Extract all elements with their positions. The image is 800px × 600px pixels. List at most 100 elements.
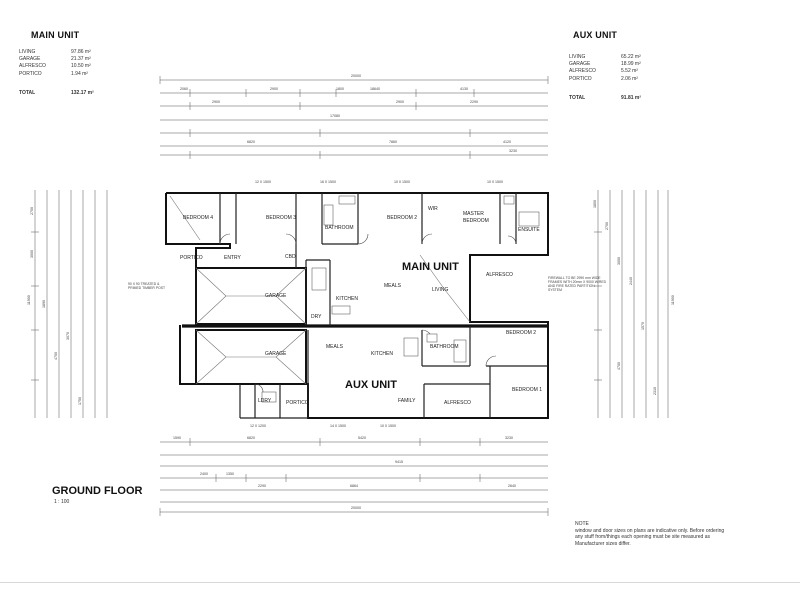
- room-label-ldry: LDRY: [258, 398, 272, 404]
- dim-label: 4130: [460, 87, 468, 91]
- dim-label: 3000: [30, 250, 34, 258]
- dimension-ticks: [31, 76, 602, 516]
- dimension-lines: [34, 79, 669, 513]
- room-label-bedroom-2: BEDROOM 2: [387, 215, 417, 221]
- wall-dim-label: 10 0 1500: [487, 180, 503, 184]
- main-unit-plan-label: MAIN UNIT: [402, 261, 459, 273]
- room-label-meals-aux: MEALS: [326, 344, 344, 350]
- dim-label: 2900: [270, 87, 278, 91]
- room-label-bedroom-3: BEDROOM 3: [266, 215, 296, 221]
- wall-dim-label: 16 0 1500: [320, 180, 336, 184]
- page-bottom-rule: [0, 582, 800, 583]
- interior-walls: [219, 193, 548, 419]
- dim-label: 11900: [27, 295, 31, 305]
- main-unit-heading: MAIN UNIT: [31, 30, 80, 40]
- note-line: window and door sizes on plans are indic…: [575, 527, 725, 534]
- aux-unit-plan-label: AUX UNIT: [345, 379, 397, 391]
- dim-label: 20000: [351, 74, 361, 78]
- dim-label: 2900: [212, 100, 220, 104]
- fixtures: [261, 195, 540, 403]
- dim-label: 4700: [54, 352, 58, 360]
- dim-label: 18640: [370, 87, 380, 91]
- note-line: any stuff from/things each opening must …: [575, 534, 710, 540]
- dim-label: 1750: [78, 397, 82, 405]
- dim-label: 9415: [395, 460, 403, 464]
- room-label-kitchen-aux: KITCHEN: [371, 351, 393, 357]
- room-label-bathroom-aux: BATHROOM: [430, 344, 459, 350]
- dim-label: 1350: [226, 472, 234, 476]
- room-label-cbd: CBD: [285, 254, 296, 260]
- dim-label: 3000: [617, 257, 621, 265]
- room-label-dry: DRY: [311, 314, 322, 320]
- dim-label: 2700: [605, 222, 609, 230]
- dim-label: 1800: [336, 87, 344, 91]
- dim-label: 3230: [505, 436, 513, 440]
- dim-label: 3070: [66, 332, 70, 340]
- dim-label: 17080: [330, 114, 340, 118]
- room-label-garage-aux: GARAGE: [265, 351, 287, 357]
- wall-dim-label: 12 0 1200: [250, 424, 266, 428]
- dim-label: 2700: [30, 207, 34, 215]
- wall-dim-label: 14 0 1500: [330, 424, 346, 428]
- room-label-family: FAMILY: [398, 398, 416, 404]
- firewall-note: FIREWALL TO BE 2990 mm WIDE FRAMES WITH …: [548, 276, 607, 292]
- floor-scale: 1 : 100: [54, 499, 70, 505]
- dim-label: 20000: [351, 506, 361, 510]
- dim-label: 5420: [358, 436, 366, 440]
- room-label-entry: ENTRY: [224, 255, 242, 261]
- room-label-garage: GARAGE: [265, 293, 287, 299]
- room-label-kitchen: KITCHEN: [336, 296, 358, 302]
- floor-title: GROUND FLOOR: [52, 485, 143, 497]
- dim-label: 4120: [503, 140, 511, 144]
- dim-label: 3230: [509, 149, 517, 153]
- wall-dim-label: 10 0 1500: [394, 180, 410, 184]
- dim-label: 2310: [653, 387, 657, 395]
- dim-label: 1590: [173, 436, 181, 440]
- dim-label: 11900: [671, 295, 675, 305]
- dim-label: 2440: [629, 277, 633, 285]
- room-label-alfresco: ALFRESCO: [486, 272, 513, 278]
- dim-label: 2400: [200, 472, 208, 476]
- room-label-alfresco-aux: ALFRESCO: [444, 400, 471, 406]
- room-label-bedroom-2-aux: BEDROOM 2: [506, 330, 536, 336]
- room-label-portico-aux: PORTICO: [286, 400, 309, 406]
- dim-label: 1890: [42, 300, 46, 308]
- room-label-bedroom-4: BEDROOM 4: [183, 215, 213, 221]
- dim-label: 6864: [350, 484, 358, 488]
- door-swings: [219, 233, 517, 393]
- room-label-master: MASTER: [463, 211, 484, 217]
- wall-dim-label: 12 0 1500: [255, 180, 271, 184]
- dim-label: 6820: [247, 436, 255, 440]
- dim-label: 6820: [247, 140, 255, 144]
- dim-label: 1800: [593, 200, 597, 208]
- room-label-living: LIVING: [432, 287, 449, 293]
- room-label-meals: MEALS: [384, 283, 402, 289]
- dim-label: 1570: [641, 322, 645, 330]
- note-block: NOTE window and door sizes on plans are …: [575, 521, 725, 547]
- note-line: Manufacturer sizes differ.: [575, 540, 631, 547]
- dim-label: 2290: [470, 100, 478, 104]
- post-note: 90 X 90 TREATED & PRIMED TIMBER POST: [128, 282, 166, 290]
- room-label-portico: PORTICO: [180, 255, 203, 261]
- room-label-master-bedroom: BEDROOM: [463, 218, 489, 224]
- note-title: NOTE: [575, 521, 589, 527]
- wall-dim-label: 10 0 1500: [380, 424, 396, 428]
- dim-label: 2900: [396, 100, 404, 104]
- dim-label: 2290: [258, 484, 266, 488]
- room-label-bedroom-1-aux: BEDROOM 1: [512, 387, 542, 393]
- dim-label: 4700: [617, 362, 621, 370]
